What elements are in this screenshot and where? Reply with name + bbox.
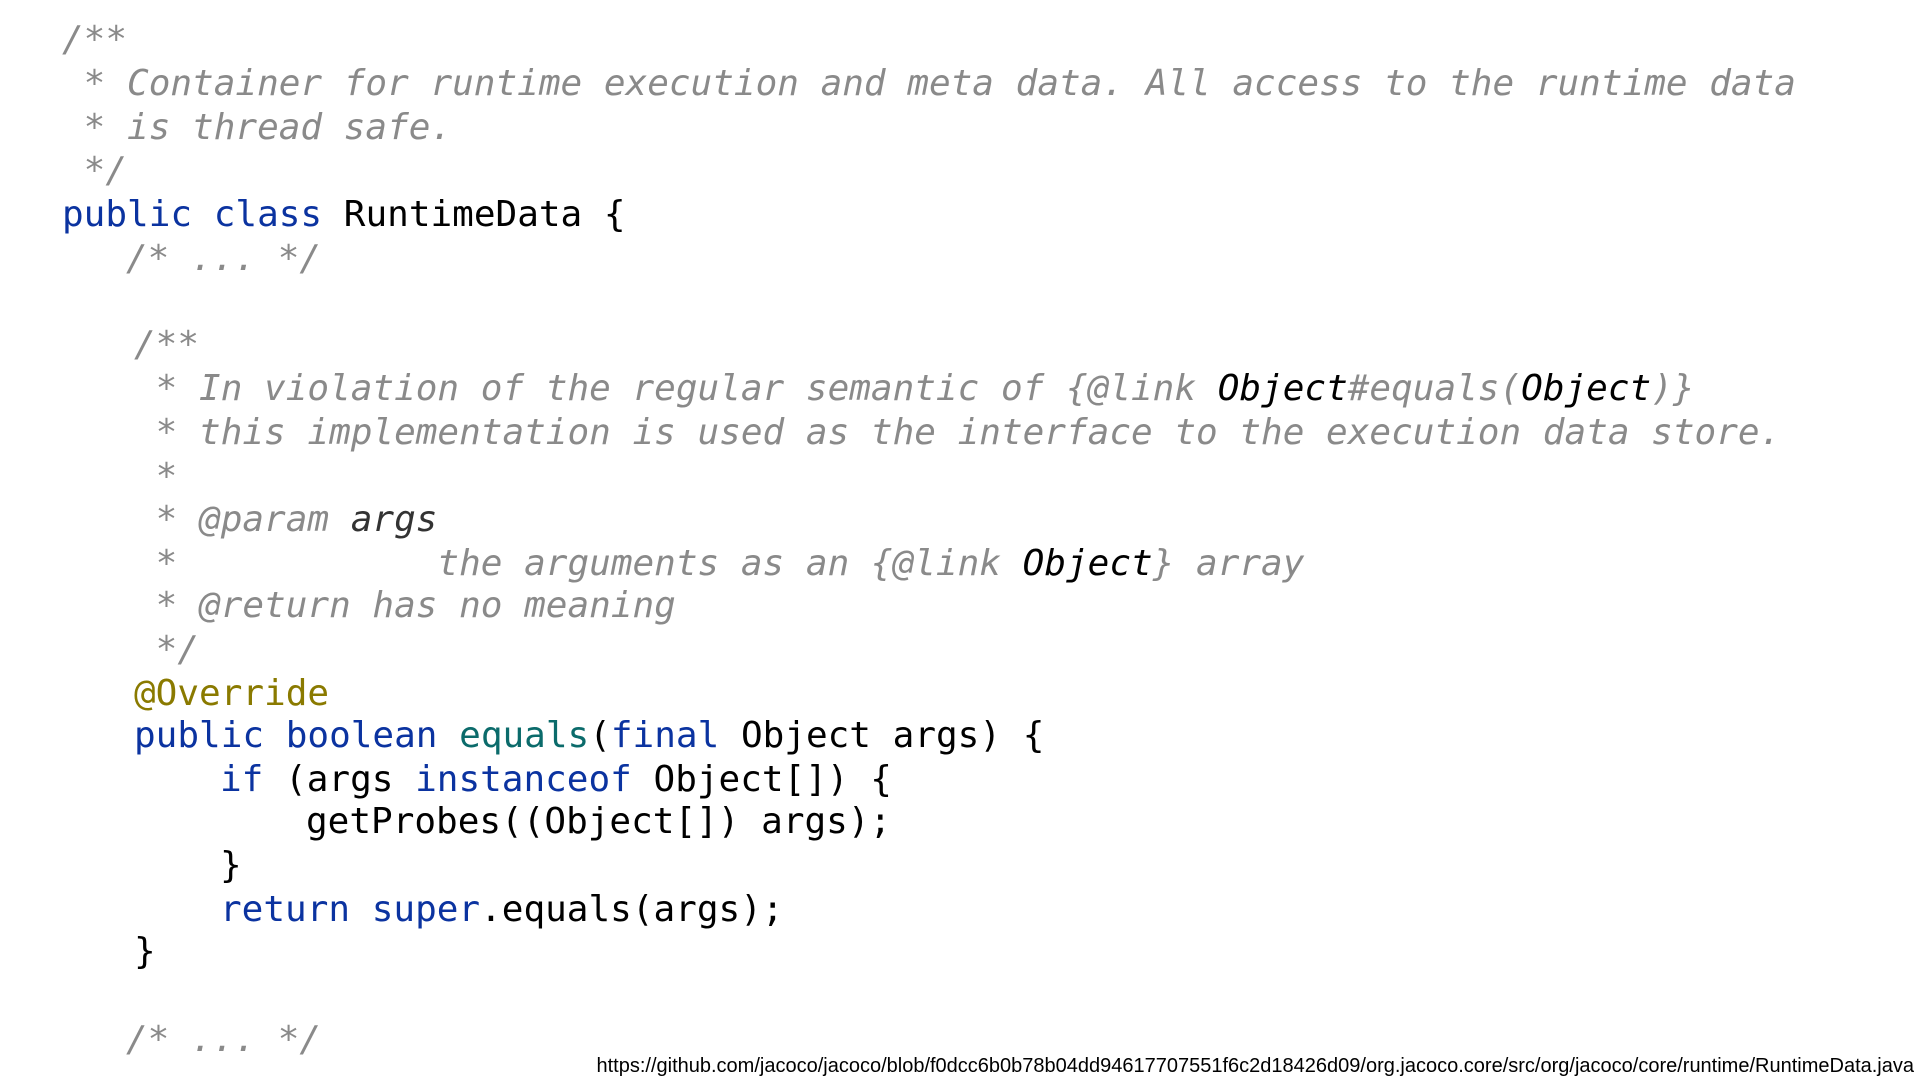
if-condition-start: (args bbox=[285, 759, 416, 800]
keyword-boolean: boolean bbox=[285, 715, 438, 756]
method-doc-param-desc: * the arguments as an {@link Object} arr… bbox=[134, 542, 1305, 586]
folded-region-top[interactable]: /* ... */ bbox=[126, 238, 322, 279]
paren-open: ( bbox=[589, 715, 611, 756]
doc-text: #equals( bbox=[1347, 368, 1522, 409]
doc-text: * the arguments as an {@link bbox=[134, 543, 1023, 584]
override-annotation: @Override bbox=[134, 673, 330, 714]
class-doc-line-2: * is thread safe. bbox=[62, 107, 453, 148]
keyword-class: class bbox=[213, 194, 323, 235]
keyword-if: if bbox=[220, 759, 264, 800]
doc-text: * In violation of the regular semantic o… bbox=[134, 368, 1218, 409]
doc-param-name: args bbox=[350, 499, 438, 540]
method-close-brace: } bbox=[134, 931, 156, 972]
method-signature: public boolean equals(final Object args)… bbox=[134, 714, 1044, 758]
doc-param-tag: * @param bbox=[134, 499, 351, 540]
link-ref-object: Object bbox=[1022, 543, 1153, 584]
method-doc-param: * @param args bbox=[134, 498, 438, 542]
method-doc-open: /** bbox=[134, 324, 200, 365]
link-ref-object: Object bbox=[1521, 368, 1652, 409]
class-doc-close: */ bbox=[62, 150, 128, 191]
class-declaration: public class RuntimeData { bbox=[62, 193, 626, 237]
class-name: RuntimeData bbox=[343, 194, 583, 235]
class-open-brace: { bbox=[603, 194, 626, 235]
return-statement: return super.equals(args); bbox=[220, 888, 784, 932]
source-url: https://github.com/jacoco/jacoco/blob/f0… bbox=[596, 1055, 1914, 1077]
keyword-public: public bbox=[62, 194, 193, 235]
return-expression: .equals(args); bbox=[480, 889, 784, 930]
method-doc-line-1: * In violation of the regular semantic o… bbox=[134, 367, 1695, 411]
method-doc-close: */ bbox=[134, 629, 200, 670]
method-doc-line-3: * bbox=[134, 456, 178, 497]
keyword-final: final bbox=[610, 715, 720, 756]
keyword-return: return bbox=[220, 889, 351, 930]
link-ref-object: Object bbox=[1217, 368, 1348, 409]
folded-region-bottom[interactable]: /* ... */ bbox=[126, 1019, 322, 1060]
doc-text: )} bbox=[1651, 368, 1695, 409]
if-condition-end: Object[]) { bbox=[653, 759, 892, 800]
param-declaration: Object args) { bbox=[740, 715, 1045, 756]
method-doc-return: * @return has no meaning bbox=[134, 585, 676, 626]
keyword-super: super bbox=[371, 889, 481, 930]
method-doc-line-2: * this implementation is used as the int… bbox=[134, 412, 1782, 453]
class-doc-open: /** bbox=[62, 19, 128, 60]
class-doc-line-1: * Container for runtime execution and me… bbox=[62, 63, 1796, 104]
get-probes-call: getProbes((Object[]) args); bbox=[306, 801, 892, 842]
keyword-public: public bbox=[134, 715, 265, 756]
method-name: equals bbox=[459, 715, 590, 756]
keyword-instanceof: instanceof bbox=[415, 759, 632, 800]
doc-text: } array bbox=[1152, 543, 1305, 584]
if-statement: if (args instanceof Object[]) { bbox=[220, 758, 892, 802]
if-close-brace: } bbox=[220, 845, 242, 886]
